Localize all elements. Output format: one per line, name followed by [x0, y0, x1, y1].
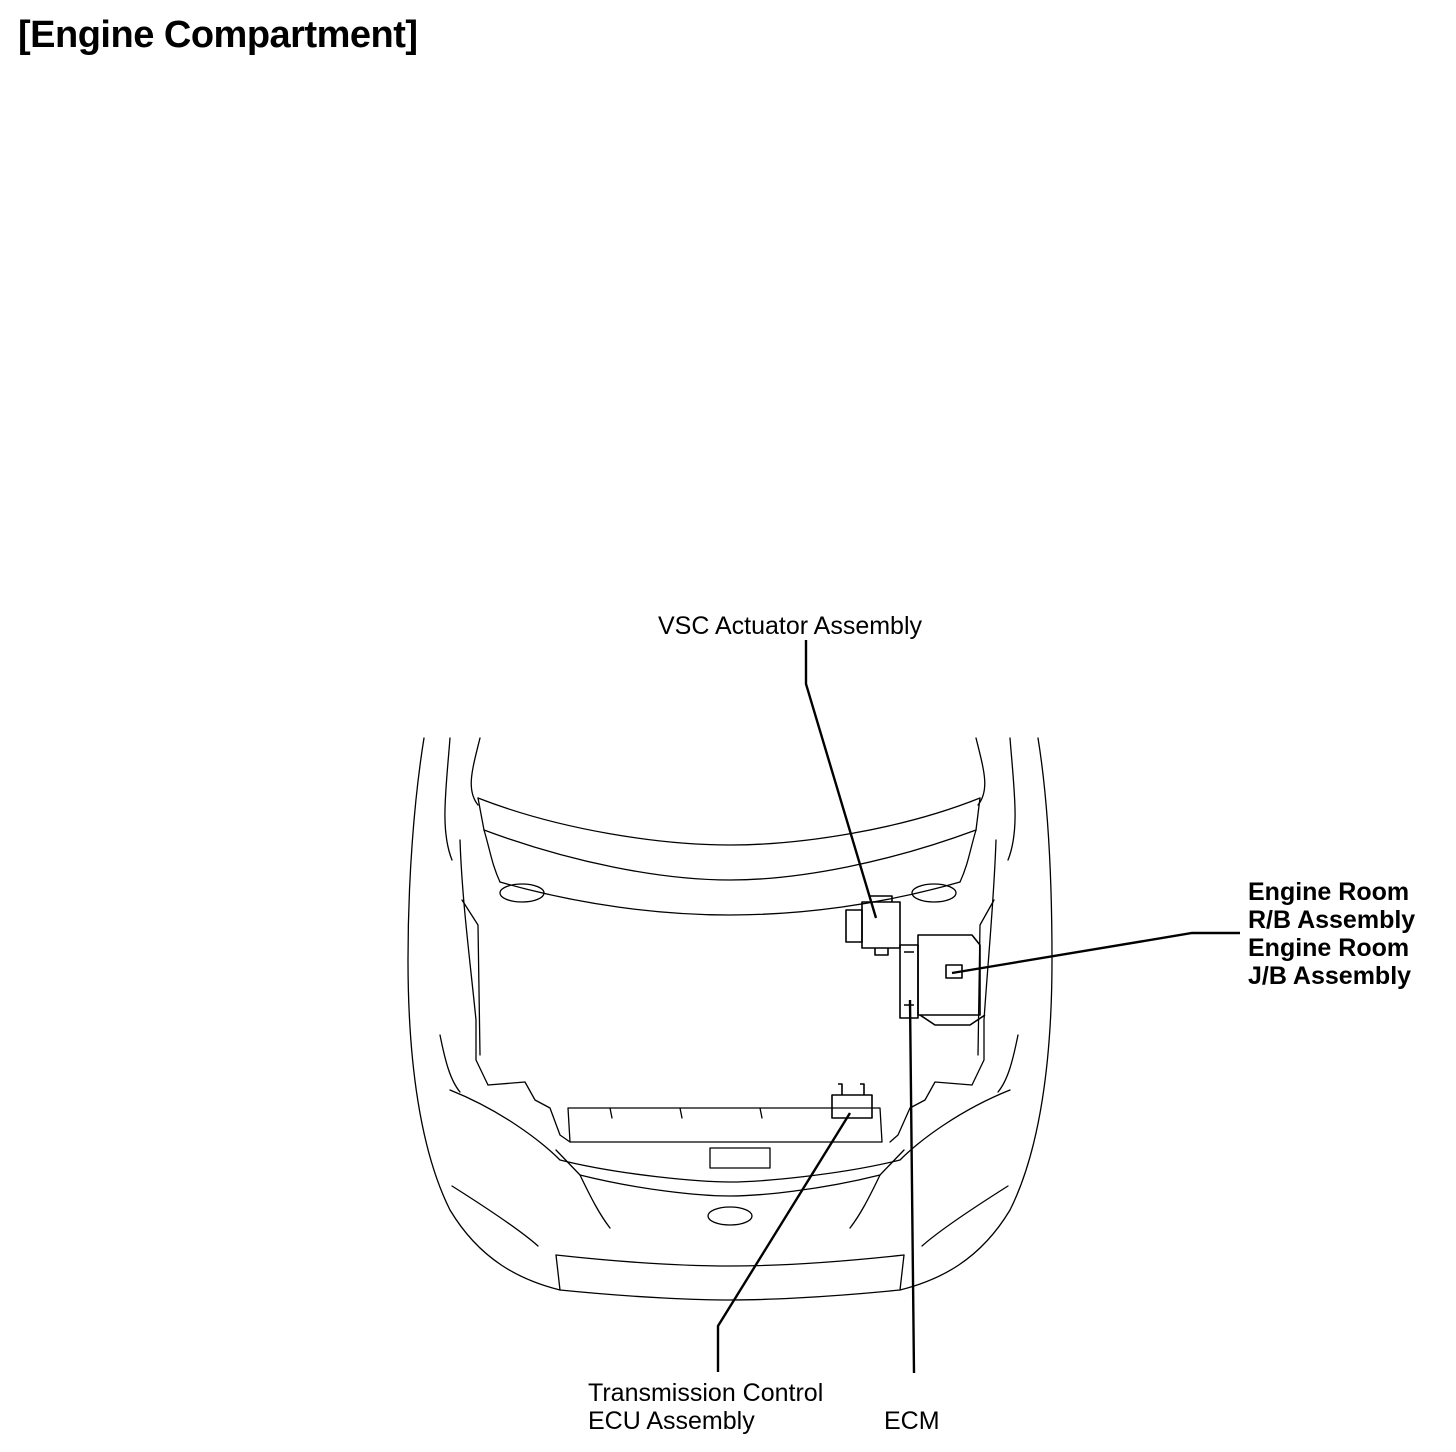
- vsc-actuator-label: VSC Actuator Assembly: [658, 612, 922, 640]
- ecm-label-text: ECM: [884, 1407, 940, 1435]
- ecm-leader-line: [908, 999, 916, 1374]
- engine-room-rb-label-line2: R/B Assembly: [1248, 906, 1416, 934]
- tcu-leader-line: [716, 1112, 852, 1372]
- vsc-actuator-leader-line: [804, 640, 878, 919]
- tcu-part: [831, 1083, 873, 1119]
- engine-room-rb-jb-label: Engine Room R/B Assembly Engine Room J/B…: [1248, 878, 1415, 990]
- vsc-actuator-label-text: VSC Actuator Assembly: [658, 612, 923, 640]
- tcu-label-line2: ECU Assembly: [588, 1407, 755, 1435]
- engine-room-rb-jb-part: [917, 934, 986, 1026]
- tcu-label: Transmission Control ECU Assembly: [588, 1379, 823, 1435]
- tcu-label-line1: Transmission Control: [588, 1379, 824, 1407]
- engine-room-jb-label-line2: J/B Assembly: [1248, 962, 1412, 990]
- vehicle-front-outline: [407, 737, 1053, 1301]
- page-title: [Engine Compartment]: [18, 14, 418, 56]
- ecm-label: ECM: [884, 1407, 940, 1435]
- engine-room-rb-label-line1: Engine Room: [1248, 878, 1410, 906]
- engine-room-jb-label-line1: Engine Room: [1248, 934, 1410, 962]
- engine-room-rb-jb-leader-line: [951, 931, 1240, 975]
